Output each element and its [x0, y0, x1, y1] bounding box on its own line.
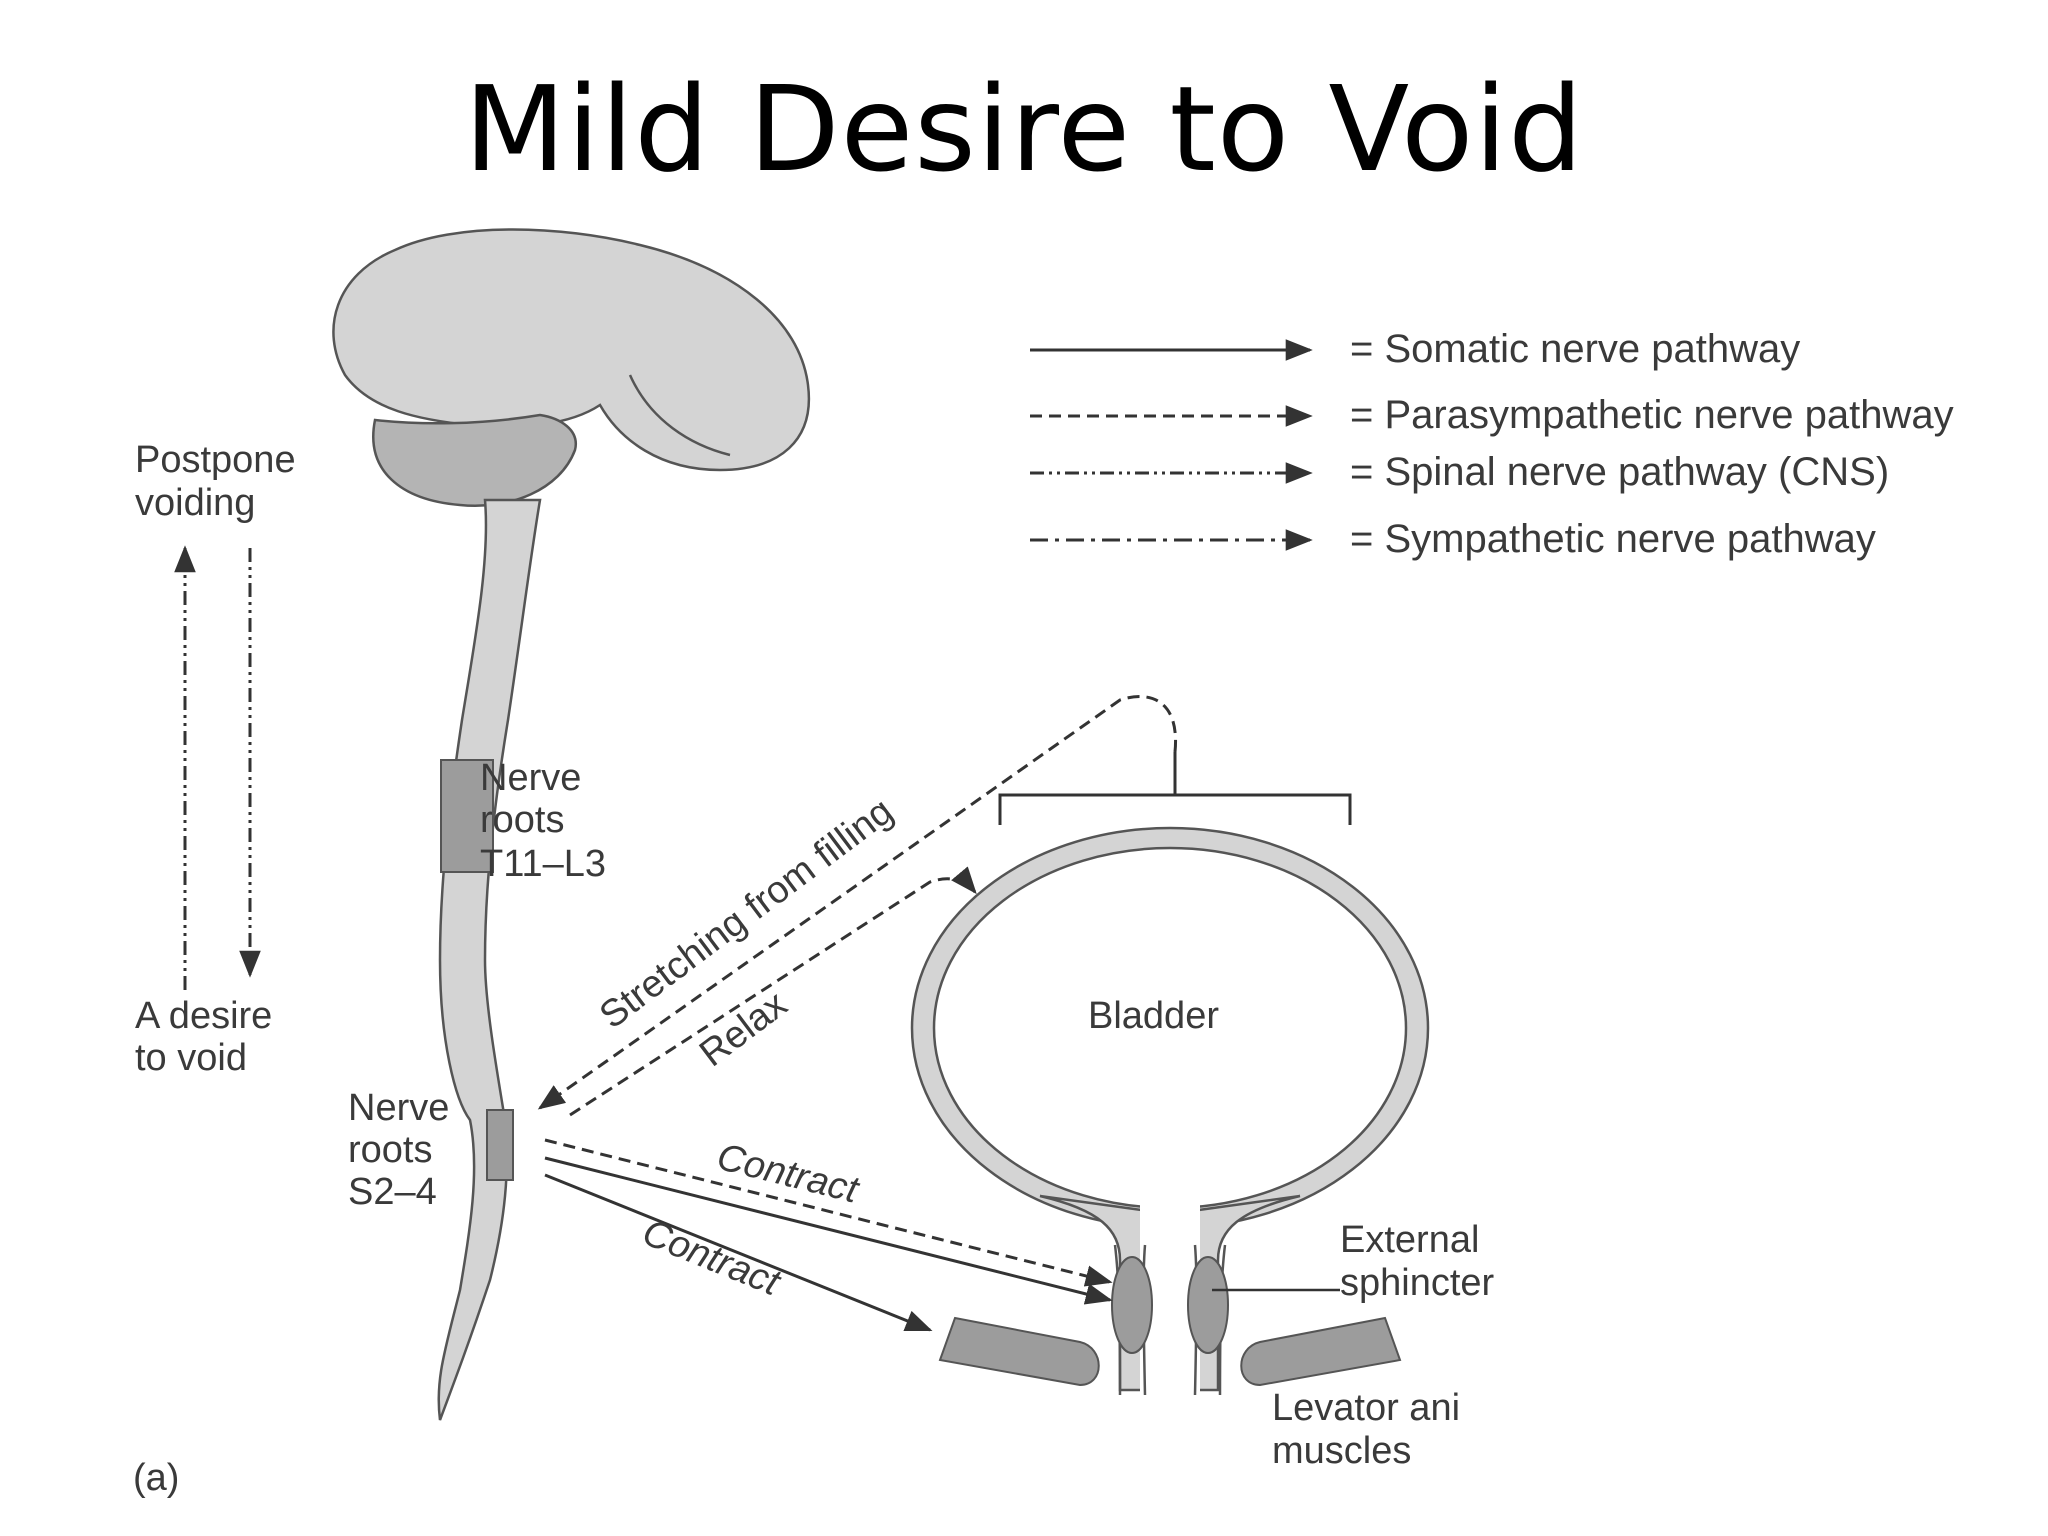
- cerebrum-fold: [628, 374, 731, 457]
- legend-label-somatic: = Somatic nerve pathway: [1350, 327, 1800, 371]
- label-levator-1: Levator ani: [1272, 1387, 1460, 1429]
- bladder-bracket: [998, 752, 1352, 825]
- label-postpone-2: voiding: [135, 482, 255, 524]
- label-nerve-t-1: Nerve: [480, 757, 581, 799]
- contract-dashed: [544, 1138, 1113, 1287]
- stretching-pathway: [537, 695, 1178, 1110]
- external-sphincter-left: [1111, 1256, 1153, 1354]
- label-desire-1: A desire: [135, 995, 272, 1037]
- label-external-1: External: [1340, 1219, 1479, 1261]
- segment-s2-4: [486, 1109, 514, 1181]
- contract-solid-lower: [544, 1173, 933, 1332]
- relax-pathway: [569, 866, 977, 1117]
- legend-label-parasympathetic: = Parasympathetic nerve pathway: [1350, 393, 1954, 437]
- segment-t11-l3: [440, 759, 494, 873]
- bladder: [910, 826, 1430, 1396]
- label-postpone-1: Postpone: [135, 439, 296, 481]
- brain: [332, 228, 811, 507]
- label-external-2: sphincter: [1340, 1262, 1495, 1304]
- label-desire-2: to void: [135, 1037, 247, 1079]
- levator-ani: [938, 1316, 1402, 1387]
- label-contract-lower: Contract: [637, 1211, 787, 1304]
- label-nerve-t-2: roots: [480, 799, 564, 841]
- label-levator-2: muscles: [1272, 1430, 1411, 1472]
- label-nerve-s-2: roots: [348, 1129, 432, 1171]
- legend: = Somatic nerve pathway = Parasympatheti…: [1030, 327, 1954, 561]
- label-nerve-s-3: S2–4: [348, 1171, 437, 1213]
- legend-label-sympathetic: = Sympathetic nerve pathway: [1350, 517, 1876, 561]
- label-nerve-t-3: T11–L3: [480, 843, 606, 885]
- legend-label-spinal: = Spinal nerve pathway (CNS): [1350, 450, 1889, 494]
- label-panel: (a): [133, 1457, 179, 1499]
- label-nerve-s-1: Nerve: [348, 1087, 449, 1129]
- label-relax: Relax: [692, 983, 795, 1075]
- contract-solid-upper: [544, 1156, 1113, 1305]
- cerebellum: [372, 413, 578, 507]
- spinal-cord: [437, 498, 542, 1421]
- label-bladder: Bladder: [1088, 995, 1219, 1037]
- external-sphincter-right: [1187, 1256, 1229, 1354]
- slide-title: Mild Desire to Void: [464, 60, 1584, 198]
